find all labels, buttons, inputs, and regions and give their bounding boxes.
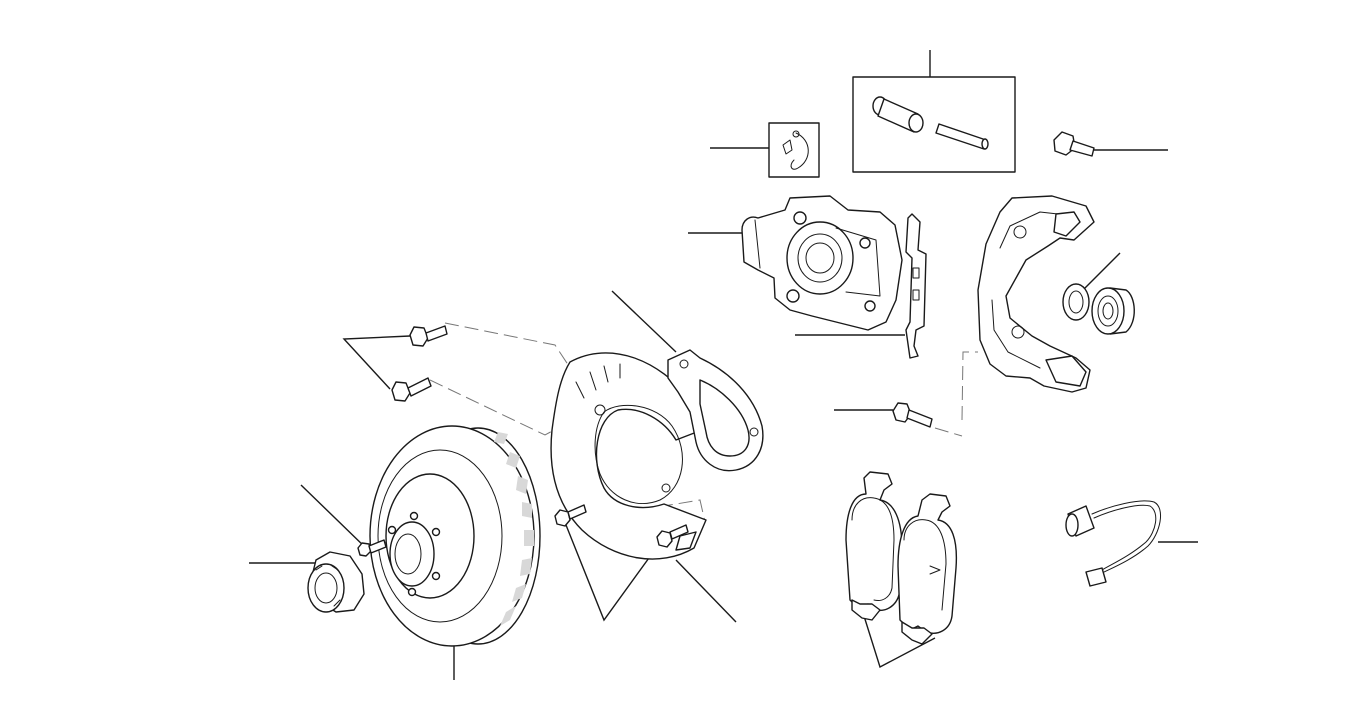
guide-pin-kit [852,76,1016,173]
leader-brake-pads [863,615,936,669]
disc-screw [357,539,387,557]
wheel-bearing [1062,283,1135,335]
shield-screws [554,504,689,548]
leader-splash-shield [675,559,737,623]
leader-lines [249,50,1198,680]
leader-splash-shield-bolts [342,335,411,390]
caliper [741,195,903,331]
splash-shield-bolts [391,325,448,402]
leader-disc-screw [300,484,369,551]
leader-wheel-bearing [1082,252,1121,291]
anti-rattle-spring [905,213,927,359]
disc-vents [494,432,534,626]
leader-shield-screws [563,519,663,622]
bleed-screw-kit [768,122,820,178]
wheel-hub-nut [307,551,365,613]
shield-gasket [667,349,764,472]
carrier-bolt-lower [892,402,933,428]
leader-shield-gasket [611,290,677,353]
caliper-carrier [977,195,1095,393]
carrier-bolt-top [1053,131,1095,157]
brake-disc [369,425,541,647]
brake-pads [845,471,958,645]
wear-sensor [1065,500,1162,587]
